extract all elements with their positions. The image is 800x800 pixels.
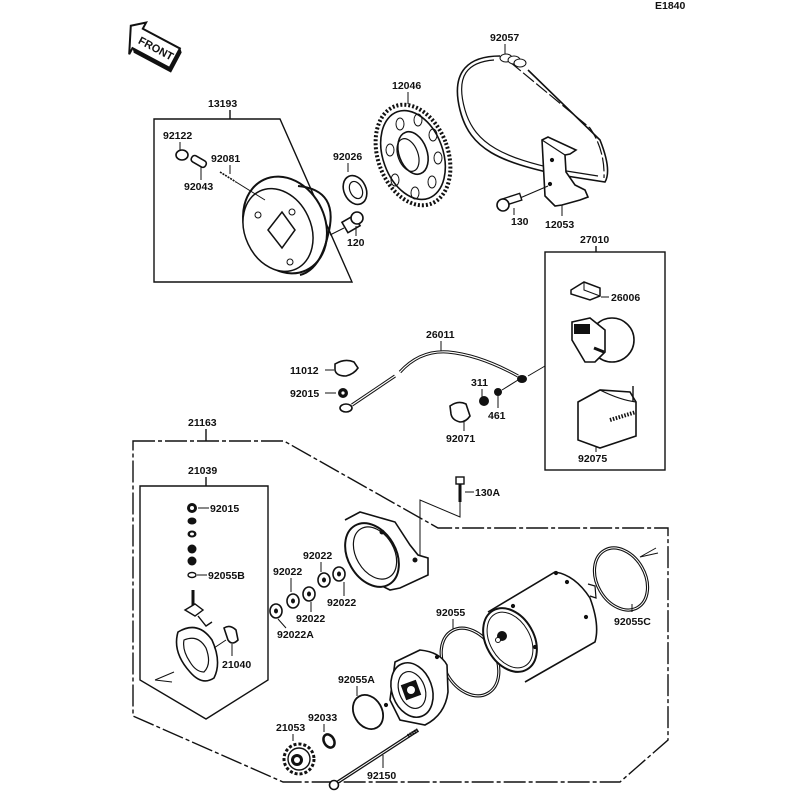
part-92071-cap (449, 401, 471, 423)
part-relay (571, 317, 635, 363)
label-12046: 12046 (392, 80, 421, 92)
label-92055C: 92055C (614, 616, 651, 628)
part-130-bolt (496, 192, 523, 212)
part-461-washer (494, 388, 502, 396)
label-21053: 21053 (276, 722, 305, 734)
label-92122: 92122 (163, 130, 192, 142)
label-92022A: 92022A (277, 629, 314, 641)
part-92075-cover (577, 386, 637, 449)
label-92150: 92150 (367, 770, 396, 782)
part-end-housing (344, 511, 429, 591)
label-26006: 26006 (611, 292, 640, 304)
part-front-cover (383, 649, 449, 726)
part-12046-sprocket (373, 102, 453, 208)
part-92033-circlip (322, 733, 336, 749)
label-130: 130 (511, 216, 529, 228)
part-12053-guide (541, 136, 590, 207)
label-26011: 26011 (426, 329, 455, 341)
part-brush-holder (175, 590, 219, 682)
group-outline-27010 (544, 251, 666, 471)
part-92057-chain (456, 53, 609, 183)
part-92081-spring (219, 171, 237, 183)
label-92015-bottom: 92015 (210, 503, 239, 515)
group-outline-21039 (139, 485, 269, 720)
label-92055B: 92055B (208, 570, 245, 582)
label-130A: 130A (475, 487, 501, 499)
label-11012: 11012 (290, 365, 319, 377)
part-26011-cable (339, 350, 527, 413)
part-92150-bolt (328, 728, 420, 791)
part-26006-fuse (570, 281, 601, 301)
label-92043: 92043 (184, 181, 213, 193)
group-outline-13193 (153, 118, 354, 283)
part-92043-pin (190, 154, 208, 169)
group-outline-21163 (132, 440, 669, 783)
label-92022-c: 92022 (273, 566, 302, 578)
part-21053-gear (282, 742, 316, 776)
part-92055A-oring (352, 694, 384, 730)
label-13193: 13193 (208, 98, 237, 110)
label-92081: 92081 (211, 153, 240, 165)
label-311: 311 (471, 377, 488, 389)
diagram-code: E1840 (655, 0, 686, 12)
label-92026: 92026 (333, 151, 362, 163)
label-21163: 21163 (188, 417, 217, 429)
label-92022-b: 92022 (327, 597, 356, 609)
part-21039-stack (187, 503, 197, 579)
part-120-bolt (340, 211, 364, 234)
label-92055: 92055 (436, 607, 465, 619)
part-21040-brush (223, 625, 239, 644)
label-92033: 92033 (308, 712, 337, 724)
part-311-nut (479, 396, 489, 406)
label-21039: 21039 (188, 465, 217, 477)
label-92055A: 92055A (338, 674, 375, 686)
label-21040: 21040 (222, 659, 251, 671)
label-12053: 12053 (545, 219, 574, 231)
label-120: 120 (347, 237, 365, 249)
part-92026-washer (342, 174, 368, 206)
label-92071: 92071 (446, 433, 475, 445)
front-arrow-icon: FRONT (128, 21, 182, 73)
part-motor-yoke (482, 570, 598, 683)
part-130A-bolt (455, 476, 465, 502)
part-92122 (175, 149, 189, 161)
label-27010: 27010 (580, 234, 609, 246)
part-11012-cap (334, 359, 359, 377)
label-92022-a: 92022 (303, 550, 332, 562)
label-461: 461 (488, 410, 506, 422)
label-92015-top: 92015 (290, 388, 319, 400)
part-13193-clutch (242, 175, 332, 276)
label-92022-d: 92022 (296, 613, 325, 625)
label-92057: 92057 (490, 32, 519, 44)
label-92075: 92075 (578, 453, 607, 465)
